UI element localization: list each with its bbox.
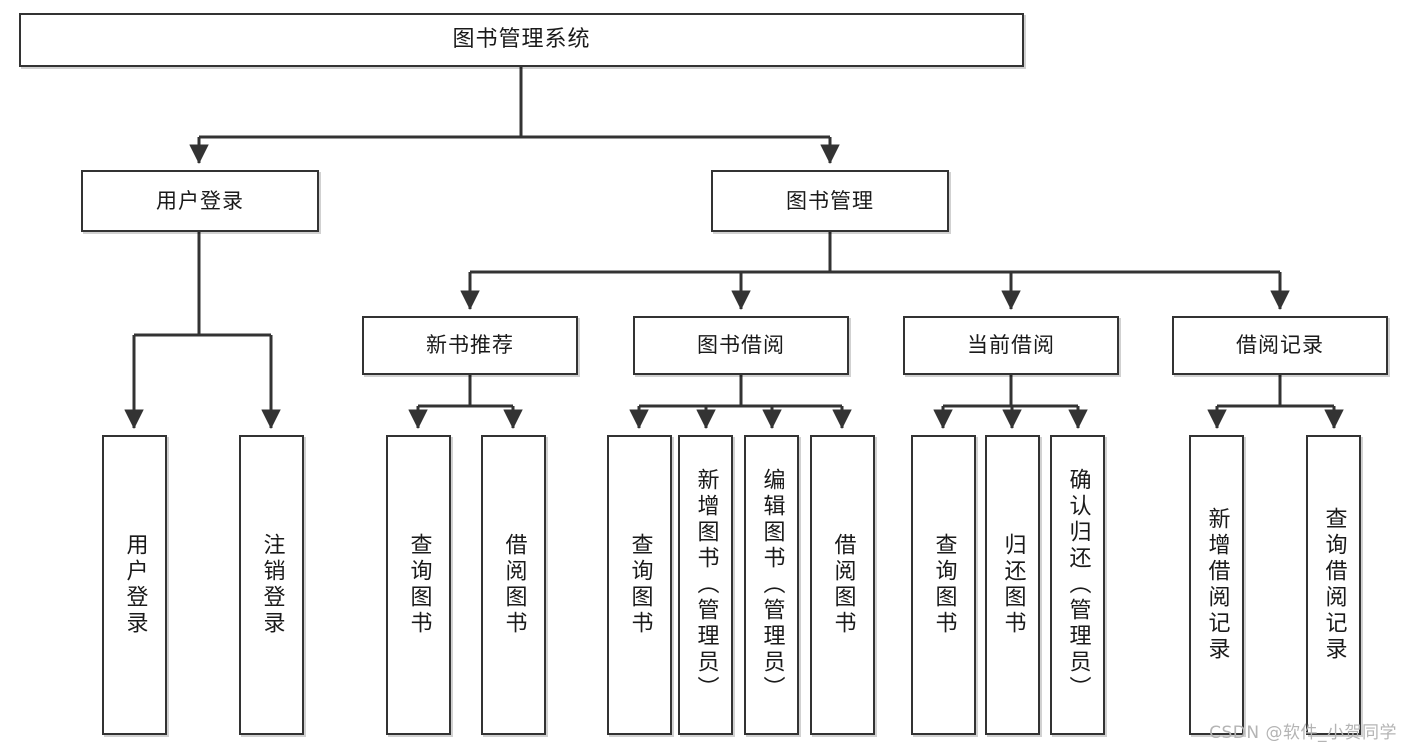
node-root[interactable]: 图书管理系统: [19, 13, 1024, 67]
node-leaf-borrow-book-2[interactable]: 借阅图书: [810, 435, 875, 735]
node-leaf-add-record-label: 新增借阅记录: [1204, 507, 1230, 663]
node-book-manage[interactable]: 图书管理: [711, 170, 949, 232]
node-current-borrow-label: 当前借阅: [967, 333, 1055, 358]
node-leaf-edit-book[interactable]: 编辑图书（管理员）: [744, 435, 799, 735]
node-root-label: 图书管理系统: [452, 27, 591, 53]
node-borrow-record-label: 借阅记录: [1236, 333, 1324, 358]
node-leaf-borrow-book-1-label: 借阅图书: [501, 533, 527, 637]
node-leaf-query-book-3[interactable]: 查询图书: [911, 435, 976, 735]
node-leaf-add-book[interactable]: 新增图书（管理员）: [678, 435, 733, 735]
node-leaf-add-record[interactable]: 新增借阅记录: [1189, 435, 1244, 735]
node-borrow-record[interactable]: 借阅记录: [1172, 316, 1388, 375]
node-leaf-logout-label: 注销登录: [259, 533, 285, 637]
node-leaf-add-book-label: 新增图书（管理员）: [693, 468, 719, 702]
node-leaf-confirm-return-label: 确认归还（管理员）: [1065, 468, 1091, 702]
node-leaf-borrow-book-1[interactable]: 借阅图书: [481, 435, 546, 735]
node-leaf-query-book-3-label: 查询图书: [931, 533, 957, 637]
node-user-login[interactable]: 用户登录: [81, 170, 319, 232]
node-leaf-query-book-1[interactable]: 查询图书: [386, 435, 451, 735]
node-user-login-label: 用户登录: [156, 188, 244, 213]
node-leaf-query-book-1-label: 查询图书: [406, 533, 432, 637]
node-leaf-return-book[interactable]: 归还图书: [985, 435, 1040, 735]
node-leaf-query-book-2[interactable]: 查询图书: [607, 435, 672, 735]
node-new-book-recommend[interactable]: 新书推荐: [362, 316, 578, 375]
node-current-borrow[interactable]: 当前借阅: [903, 316, 1119, 375]
node-leaf-confirm-return[interactable]: 确认归还（管理员）: [1050, 435, 1105, 735]
node-leaf-return-book-label: 归还图书: [1000, 533, 1026, 637]
node-leaf-user-login[interactable]: 用户登录: [102, 435, 167, 735]
node-leaf-query-record[interactable]: 查询借阅记录: [1306, 435, 1361, 735]
node-book-borrow-label: 图书借阅: [697, 333, 785, 358]
node-leaf-logout[interactable]: 注销登录: [239, 435, 304, 735]
node-leaf-query-book-2-label: 查询图书: [627, 533, 653, 637]
node-book-borrow[interactable]: 图书借阅: [633, 316, 849, 375]
node-leaf-edit-book-label: 编辑图书（管理员）: [759, 468, 785, 702]
node-leaf-borrow-book-2-label: 借阅图书: [830, 533, 856, 637]
node-leaf-query-record-label: 查询借阅记录: [1321, 507, 1347, 663]
csdn-watermark: CSDN @软件_小贺同学: [1209, 723, 1397, 743]
node-leaf-user-login-label: 用户登录: [122, 533, 148, 637]
node-book-manage-label: 图书管理: [786, 188, 874, 213]
node-new-book-recommend-label: 新书推荐: [426, 333, 514, 358]
